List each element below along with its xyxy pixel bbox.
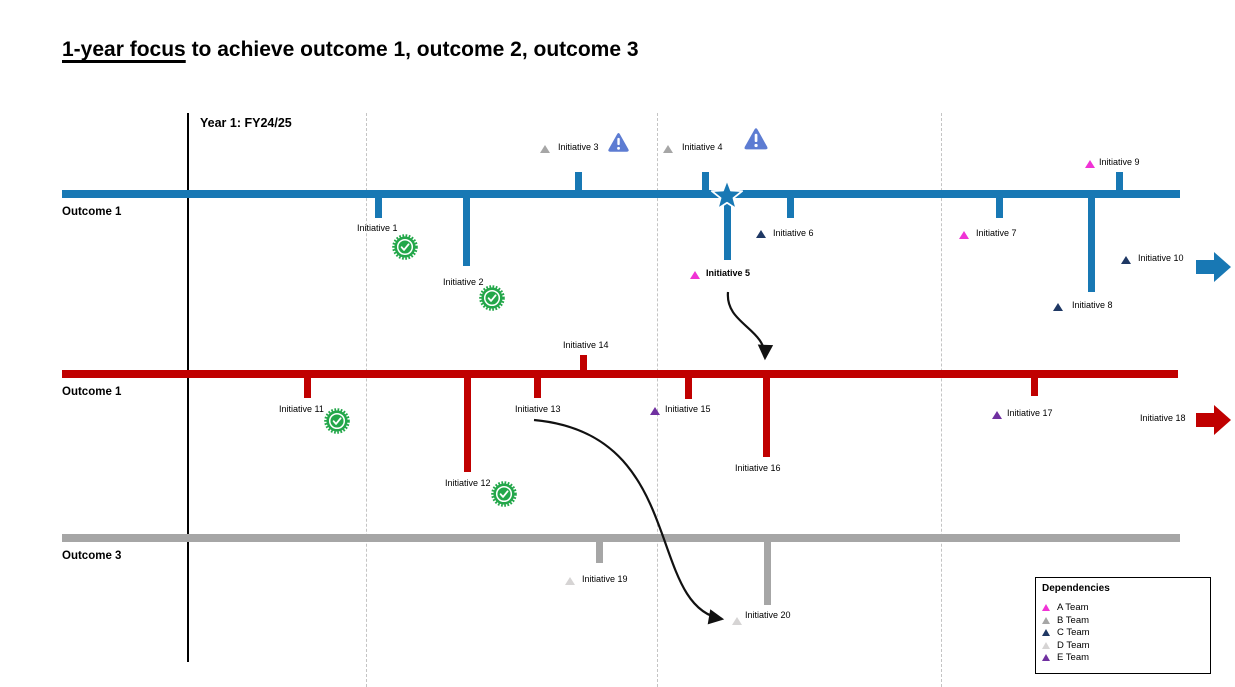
legend-title: Dependencies <box>1042 583 1110 594</box>
legend-item-label: B Team <box>1057 614 1090 626</box>
initiative-label: Initiative 20 <box>745 610 791 620</box>
team-dependency-triangle-icon <box>663 145 673 153</box>
team-dependency-triangle-icon <box>1053 303 1063 311</box>
legend-team-triangle-icon <box>1042 641 1050 649</box>
initiative-label: Initiative 4 <box>682 142 723 152</box>
page-title: 1-year focus to achieve outcome 1, outco… <box>62 38 639 62</box>
initiative-label: Initiative 7 <box>976 228 1017 238</box>
initiative-label: Initiative 2 <box>443 277 484 287</box>
team-dependency-triangle-icon <box>690 271 700 279</box>
initiative-label: Initiative 12 <box>445 478 491 488</box>
team-dependency-triangle-icon <box>959 231 969 239</box>
initiative-tick <box>579 355 587 370</box>
milestone-star-icon <box>710 179 744 213</box>
outcome-label: Outcome 1 <box>62 386 122 398</box>
initiative-tick <box>684 378 692 399</box>
legend-item: A Team <box>1042 602 1210 613</box>
initiative-label: Initiative 3 <box>558 142 599 152</box>
year-axis-line <box>187 113 189 662</box>
initiative-label: Initiative 8 <box>1072 300 1113 310</box>
initiative-tick <box>1087 198 1095 292</box>
initiative-tick <box>574 172 582 190</box>
initiative-tick <box>374 198 382 218</box>
timeline-line-1 <box>62 370 1178 378</box>
team-dependency-triangle-icon <box>650 407 660 415</box>
initiative-label: Initiative 6 <box>773 228 814 238</box>
page-title-rest: to achieve outcome 1, outcome 2, outcome… <box>185 38 639 61</box>
legend-item-label: A Team <box>1057 602 1089 613</box>
completed-check-icon <box>479 285 505 311</box>
legend-team-triangle-icon <box>1042 654 1050 661</box>
initiative-label: Initiative 11 <box>279 404 324 414</box>
initiative-label: Initiative 10 <box>1138 253 1184 263</box>
legend-team-triangle-icon <box>1042 604 1050 611</box>
legend-item-label: C Team <box>1057 627 1090 638</box>
legend-item: E Team <box>1042 652 1210 663</box>
initiative-tick <box>1115 172 1123 190</box>
quarter-gridline <box>366 113 367 687</box>
year-label: Year 1: FY24/25 <box>200 116 292 130</box>
initiative-tick <box>1030 378 1038 396</box>
outcome-label: Outcome 3 <box>62 550 122 562</box>
completed-check-icon <box>491 481 517 507</box>
initiative-tick <box>533 378 541 398</box>
initiative-tick <box>763 542 771 605</box>
initiative-label: Initiative 1 <box>357 223 398 233</box>
dependency-arrow <box>726 291 774 361</box>
outcome-label: Outcome 1 <box>62 206 122 218</box>
team-dependency-triangle-icon <box>1121 256 1131 264</box>
quarter-gridline <box>657 113 658 687</box>
quarter-gridline <box>941 113 942 687</box>
initiative-tick <box>462 198 470 266</box>
legend-item: D Team <box>1042 639 1210 651</box>
timeline-continue-arrow-1 <box>1196 404 1232 436</box>
initiative-tick <box>786 198 794 218</box>
initiative-label: Initiative 16 <box>735 463 781 473</box>
initiative-label: Initiative 14 <box>563 340 609 350</box>
initiative-label: Initiative 9 <box>1099 157 1140 167</box>
legend-item: C Team <box>1042 627 1210 638</box>
team-dependency-triangle-icon <box>732 617 742 625</box>
team-dependency-triangle-icon <box>540 145 550 153</box>
warning-icon <box>743 126 769 152</box>
initiative-label: Initiative 13 <box>515 404 561 414</box>
warning-icon <box>607 131 630 154</box>
initiative-tick <box>463 378 471 472</box>
team-dependency-triangle-icon <box>565 577 575 585</box>
dependency-arrow <box>533 418 725 625</box>
legend-team-triangle-icon <box>1042 629 1050 636</box>
timeline-line-0 <box>62 190 1180 198</box>
completed-check-icon <box>324 408 350 434</box>
completed-check-icon <box>392 234 418 260</box>
initiative-tick <box>723 198 731 260</box>
timeline-line-2 <box>62 534 1180 542</box>
legend-team-triangle-icon <box>1042 616 1050 624</box>
legend-item-label: E Team <box>1057 652 1090 663</box>
team-dependency-triangle-icon <box>992 411 1002 419</box>
initiative-tick <box>701 172 709 190</box>
initiative-label: Initiative 19 <box>582 574 628 584</box>
initiative-label: Initiative 15 <box>665 404 711 414</box>
initiative-tick <box>303 378 311 398</box>
legend-item-label: D Team <box>1057 639 1090 651</box>
timeline-continue-arrow-0 <box>1196 251 1232 283</box>
team-dependency-triangle-icon <box>756 230 766 238</box>
initiative-label: Initiative 17 <box>1007 408 1053 418</box>
initiative-label: Initiative 18 <box>1140 413 1186 423</box>
team-dependency-triangle-icon <box>1085 160 1095 168</box>
page-title-emphasis: 1-year focus <box>62 38 186 61</box>
legend-item: B Team <box>1042 614 1210 626</box>
initiative-tick <box>762 378 770 457</box>
initiative-tick <box>595 542 603 563</box>
initiative-label: Initiative 5 <box>706 268 751 278</box>
initiative-tick <box>995 198 1003 218</box>
